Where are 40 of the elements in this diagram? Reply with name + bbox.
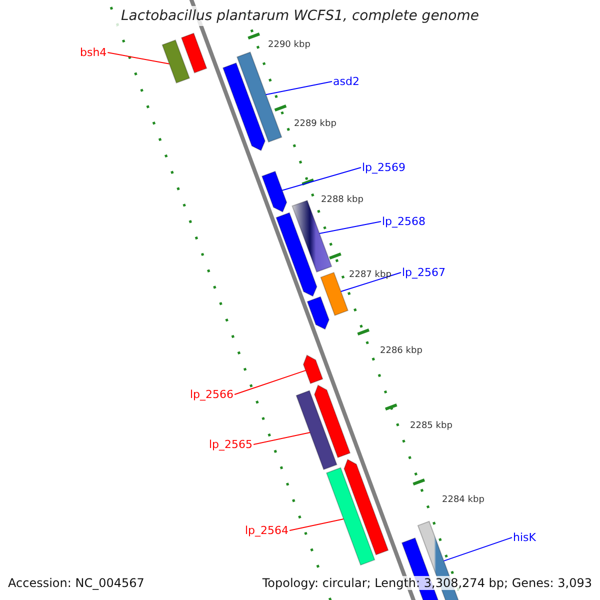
position-label: 2290 kbp xyxy=(268,40,310,50)
gene-feature xyxy=(222,62,266,152)
gene-feature xyxy=(320,272,349,316)
gene-label: lp_2569 xyxy=(362,161,406,174)
leader-line xyxy=(282,167,362,191)
leader-line xyxy=(265,81,332,96)
position-label: 2288 kbp xyxy=(321,195,364,205)
leader-line xyxy=(234,370,306,395)
gene-label: hisK xyxy=(513,531,536,544)
gene-feature xyxy=(261,170,288,213)
gene-feature xyxy=(162,39,190,84)
gene-feature xyxy=(302,354,324,384)
leader-line xyxy=(318,221,382,234)
gene-label: lp_2565 xyxy=(209,438,253,451)
leader-line xyxy=(253,432,310,445)
genome-info: Topology: circular; Length: 3,308,274 bp; Genes: 3,093 xyxy=(262,576,592,590)
position-label: 2284 kbp xyxy=(442,495,484,505)
gene-label: lp_2566 xyxy=(190,388,234,401)
position-label: 2286 kbp xyxy=(380,346,422,356)
position-label: 2285 kbp xyxy=(410,421,452,431)
gene-feature xyxy=(180,32,208,74)
gene-label: asd2 xyxy=(333,75,360,88)
gene-feature xyxy=(296,390,338,470)
position-label: 2287 kbp xyxy=(349,270,392,280)
gene-feature xyxy=(236,52,282,143)
gene-feature xyxy=(326,467,376,566)
gene-feature xyxy=(344,458,389,556)
leader-line xyxy=(107,52,170,64)
leader-line xyxy=(340,272,402,292)
gene-feature xyxy=(306,296,330,330)
gene-label: lp_2568 xyxy=(382,215,426,228)
leader-line xyxy=(443,537,512,562)
gene-label: lp_2567 xyxy=(402,266,446,279)
gene-feature xyxy=(276,212,318,297)
genome-info: Accession: NC_004567 xyxy=(8,576,144,590)
leader-line xyxy=(289,518,344,531)
gene-label: bsh4 xyxy=(80,46,107,59)
gene-feature xyxy=(314,384,351,458)
gene-label: lp_2564 xyxy=(245,524,289,537)
position-label: 2289 kbp xyxy=(294,119,336,129)
